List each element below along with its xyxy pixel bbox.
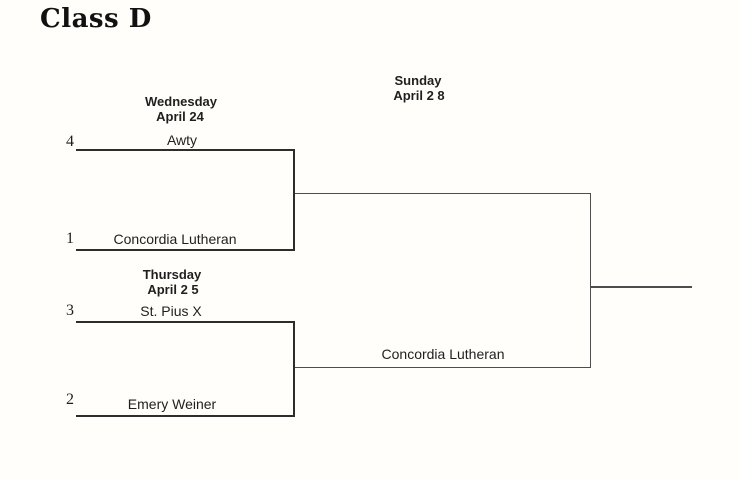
team-line-awty [76, 149, 295, 151]
semifinal-top-date-label: April 24 [156, 109, 204, 124]
semifinal-top-day-label: Wednesday [144, 94, 218, 109]
team-line-emery-weiner [76, 415, 295, 417]
seed-number: 4 [66, 133, 74, 150]
team-line-concordia-lutheran [76, 249, 295, 251]
semifinal-bottom-winner-line [295, 367, 591, 368]
team-name-concordia-lutheran: Concordia Lutheran [113, 231, 237, 247]
champion-line [591, 286, 692, 288]
team-line-st-pius-x [76, 321, 295, 323]
semifinal-bottom-day-label: Thursday [142, 267, 202, 282]
team-name-st-pius-x: St. Pius X [140, 303, 202, 319]
semifinal-bottom-date-label: April 2 5 [147, 282, 199, 297]
seed-number: 2 [66, 391, 74, 408]
semifinal-top-connector [293, 149, 295, 251]
final-connector [590, 193, 591, 368]
seed-number: 1 [66, 230, 74, 247]
final-date-label: April 2 8 [393, 88, 445, 103]
semifinal-bottom-connector [293, 321, 295, 417]
semifinal-bottom-winner-name: Concordia Lutheran [381, 346, 505, 362]
semifinal-top-winner-line [295, 193, 591, 194]
seed-number: 3 [66, 302, 74, 319]
final-day-label: Sunday [394, 73, 442, 88]
page-title: Class D [40, 4, 152, 34]
team-name-awty: Awty [166, 132, 198, 148]
team-name-emery-weiner: Emery Weiner [127, 396, 217, 412]
